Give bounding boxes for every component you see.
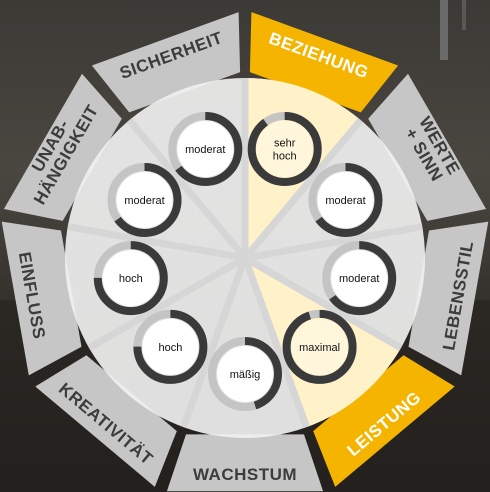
segment-label-text: WACHSTUM	[193, 465, 297, 484]
gauge-face	[102, 250, 159, 307]
gauge-level-label: sehr	[274, 138, 296, 150]
gauge-level-label: hoch	[119, 273, 143, 285]
spoke	[126, 117, 248, 261]
gauge-unabhaengigkeit: moderat	[107, 163, 182, 237]
gauge-fill	[208, 337, 282, 411]
gauge-face	[142, 318, 199, 375]
gauge-fill	[282, 309, 357, 384]
gauge-face	[217, 346, 273, 402]
spoke	[244, 223, 423, 262]
gauge-fill	[247, 112, 322, 186]
gauge-einfluss: hoch	[93, 241, 168, 316]
gauge-fill	[107, 163, 182, 237]
outer-segment-sicherheit[interactable]	[91, 12, 241, 113]
spoke	[241, 256, 310, 429]
gauge-face	[256, 121, 313, 177]
gauge-face	[331, 250, 388, 307]
gauge-level-label: hoch	[273, 151, 297, 163]
gauge-level-label: moderat	[124, 195, 164, 207]
gauge-face	[116, 172, 173, 228]
outer-segment-kreativitaet[interactable]	[35, 355, 177, 487]
outer-segment-lebensstil[interactable]	[408, 221, 489, 376]
outer-segment-werte-sinn[interactable]	[368, 73, 487, 221]
gauge-sicherheit: moderat	[168, 112, 243, 186]
gauge-fill	[133, 309, 208, 384]
outer-segment-unabhaengigkeit[interactable]	[3, 73, 122, 221]
spoke	[242, 117, 364, 261]
segment-label-wachstum: WACHSTUM	[193, 465, 297, 484]
gauge-fill	[322, 241, 397, 316]
spoke	[180, 256, 249, 429]
spoke	[243, 254, 403, 352]
gauge-fill	[168, 112, 243, 186]
gauge-fill	[93, 241, 168, 316]
gauge-leistung: maximal	[282, 309, 357, 384]
gauge-face	[291, 318, 348, 375]
gauge-level-label: maximal	[299, 342, 340, 354]
gauge-level-label: moderat	[339, 273, 379, 285]
outer-segment-wachstum[interactable]	[166, 434, 324, 492]
gauge-level-label: moderat	[325, 195, 365, 207]
gauge-fill	[308, 163, 383, 237]
gauge-wachstum: mäßig	[208, 337, 282, 411]
gauge-werte-sinn: moderat	[308, 163, 383, 237]
spoke	[87, 254, 247, 352]
spoke	[67, 223, 246, 262]
gauge-kreativitaet: hoch	[133, 309, 208, 384]
gauge-level-label: moderat	[185, 144, 225, 156]
outer-segment-leistung[interactable]	[313, 355, 455, 487]
gauge-face	[177, 121, 234, 177]
gauge-face	[317, 172, 374, 228]
gauge-level-label: hoch	[158, 342, 182, 354]
gauge-level-label: mäßig	[230, 369, 261, 381]
outer-segment-beziehung[interactable]	[249, 12, 399, 113]
outer-segment-einfluss[interactable]	[1, 221, 82, 376]
gauge-lebensstil: moderat	[322, 241, 397, 316]
